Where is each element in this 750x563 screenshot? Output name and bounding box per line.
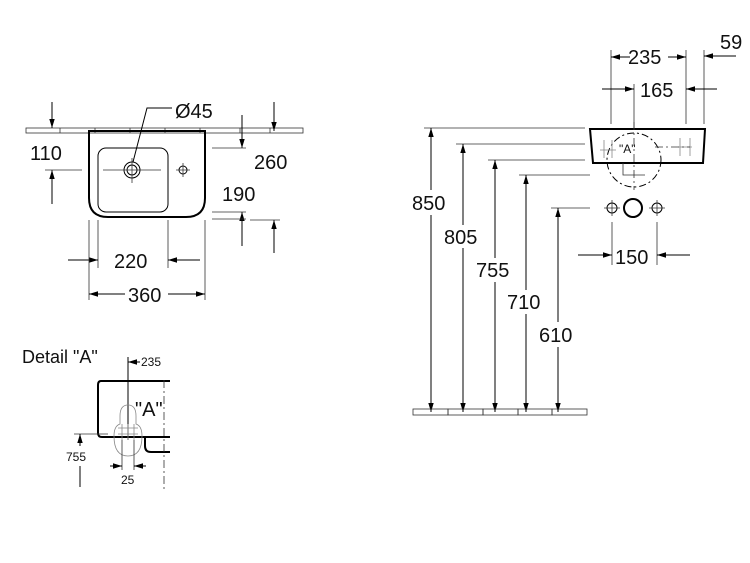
detail-marker: "A" [135,399,163,421]
tap-hole [176,163,190,177]
side-marker: "A" [619,142,636,156]
basin-outline [88,130,206,218]
trap-drawing [113,404,143,457]
top-view: Ø45 110 260 190 220 360 [25,101,304,307]
detail-a: Detail "A" 235 "A" 755 25 [22,347,170,492]
dim-190: 190 [222,184,255,206]
side-dim-755: 755 [476,260,509,282]
side-basin-outline [588,128,707,164]
side-dim-610: 610 [539,325,572,347]
side-dim-850: 850 [412,193,445,215]
side-dim-805: 805 [444,227,477,249]
drain-hole [103,158,161,183]
side-dim-165: 165 [640,80,673,102]
side-dim-59: 59 [720,32,742,54]
detail-dim-755: 755 [66,450,86,464]
detail-dim-235: 235 [141,355,161,369]
side-dim-235: 235 [628,47,661,69]
connection-holes [604,198,665,218]
dim-360: 360 [128,285,161,307]
side-dim-710: 710 [507,292,540,314]
side-view: 235 59 165 "A" 850 805 755 710 610 [412,32,742,416]
basin-bowl [97,147,169,213]
side-dim-150: 150 [615,247,648,269]
floor-line [412,408,588,416]
dim-220: 220 [114,251,147,273]
detail-dim-25: 25 [121,473,135,487]
dim-110: 110 [30,143,62,165]
dim-diameter-label: Ø45 [175,101,213,123]
detail-basin-outline [97,380,170,453]
detail-title: Detail "A" [22,347,98,367]
dim-260: 260 [254,152,287,174]
